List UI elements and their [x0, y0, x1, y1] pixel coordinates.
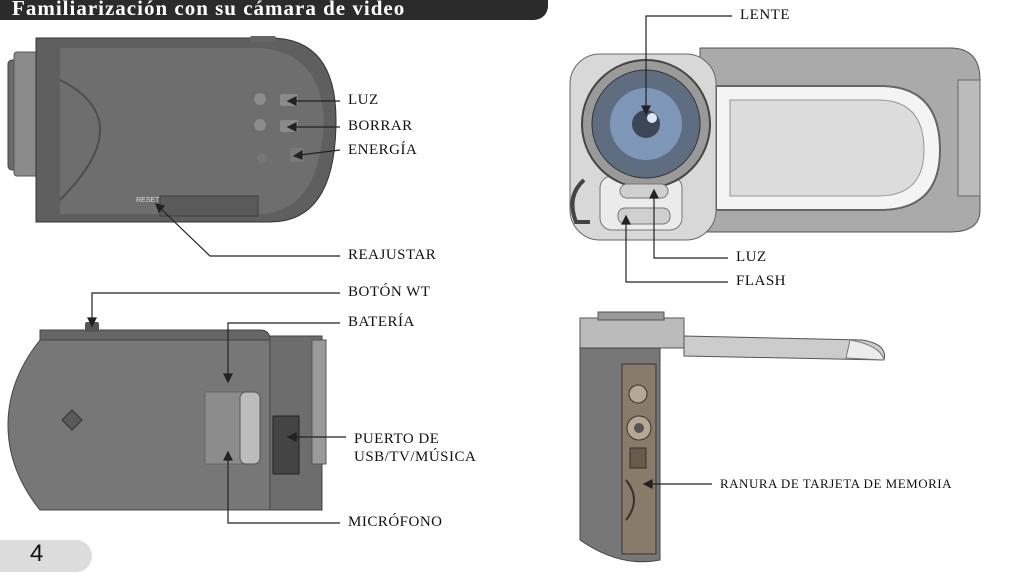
- label-microfono: MICRÓFONO: [348, 514, 443, 530]
- camera-back-view: RESET: [7, 36, 337, 223]
- label-energia: ENERGÍA: [348, 142, 418, 158]
- label-flash: FLASH: [736, 273, 787, 289]
- label-bateria: BATERÍA: [348, 314, 415, 330]
- label-ranura-tarjeta: RANURA DE TARJETA DE MEMORIA: [720, 476, 952, 491]
- label-lente: LENTE: [740, 7, 790, 23]
- label-luz-front: LUZ: [736, 249, 767, 265]
- label-reajustar: REAJUSTAR: [348, 247, 437, 263]
- page-number-tab: [0, 540, 92, 572]
- reset-marking: RESET: [136, 197, 160, 204]
- camera-front-view: [569, 47, 981, 241]
- title-bar: [0, 0, 548, 20]
- camera-side-view: [7, 322, 327, 511]
- label-boton-wt: BOTÓN WT: [348, 284, 431, 300]
- leader-lines: [87, 15, 732, 524]
- page-number: 4: [30, 540, 44, 567]
- camera-top-view: [579, 311, 886, 563]
- label-luz-back: LUZ: [348, 92, 379, 108]
- label-puerto-line1: PUERTO DE: [354, 431, 440, 447]
- label-puerto-line2: USB/TV/MÚSICA: [354, 449, 477, 465]
- label-borrar: BORRAR: [348, 118, 413, 134]
- page-title: Familiarización con su cámara de video: [12, 0, 406, 20]
